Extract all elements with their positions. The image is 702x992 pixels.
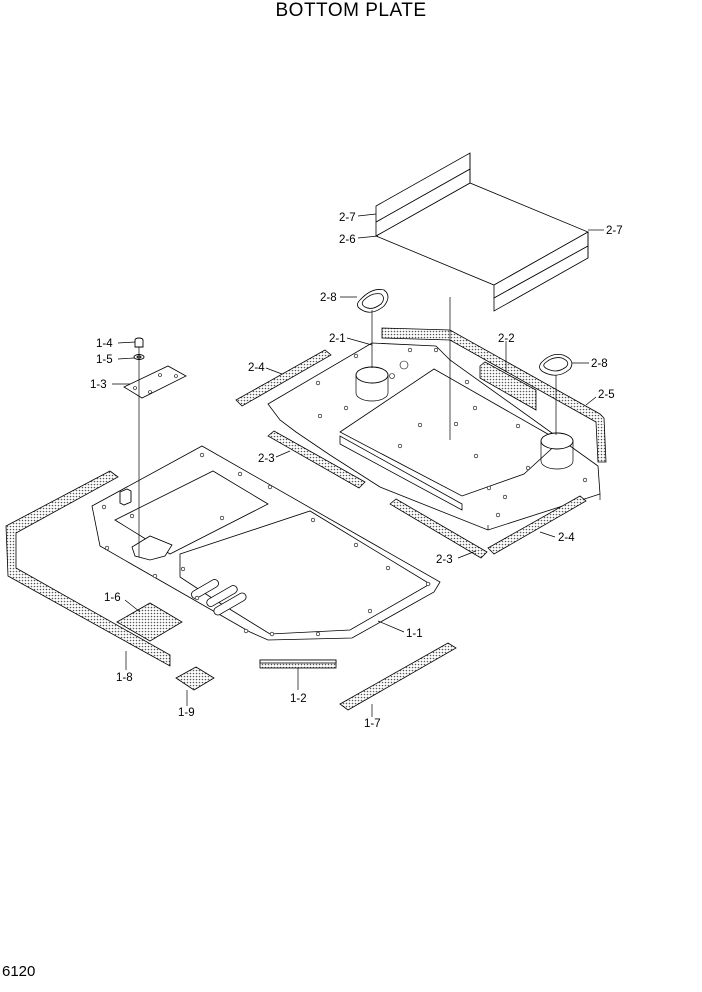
callout-2-7-right: 2-7 — [606, 225, 623, 237]
callout-2-5: 2-5 — [598, 389, 615, 401]
callout-2-8-left: 2-8 — [320, 292, 337, 304]
part-2-6-tray — [375, 152, 589, 312]
callout-1-4: 1-4 — [96, 338, 113, 350]
part-2-3-seal-lower — [389, 498, 488, 559]
callout-2-1: 2-1 — [329, 333, 346, 345]
part-2-2-seal — [479, 361, 537, 411]
callout-2-4-right: 2-4 — [558, 532, 575, 544]
callout-2-6: 2-6 — [339, 234, 356, 246]
part-2-8-gasket-left — [357, 289, 389, 313]
callout-2-4-left: 2-4 — [248, 362, 265, 374]
callout-1-8: 1-8 — [116, 672, 133, 684]
part-1-2-block — [259, 659, 337, 669]
page-title: BOTTOM PLATE — [275, 0, 427, 21]
part-1-6-pad — [116, 602, 183, 642]
callout-1-3: 1-3 — [90, 379, 107, 391]
callout-2-2: 2-2 — [498, 333, 515, 345]
callout-1-9: 1-9 — [178, 707, 195, 719]
part-2-8-gasket-right — [539, 353, 573, 376]
callout-2-8-right: 2-8 — [591, 358, 608, 370]
page-number: 6120 — [2, 963, 36, 980]
callout-2-3-upper: 2-3 — [258, 453, 275, 465]
part-1-8-strip — [5, 470, 171, 667]
callout-1-1: 1-1 — [406, 628, 423, 640]
part-2-3-seal-upper — [267, 430, 366, 489]
part-2-4-seal-right — [487, 495, 587, 555]
part-1-1-bottom-plate — [91, 445, 441, 641]
part-1-9-pad — [175, 666, 215, 691]
part-2-5-seal — [381, 327, 607, 463]
part-2-4-seal-left — [235, 349, 332, 407]
callout-1-2: 1-2 — [290, 693, 307, 705]
part-1-3-cover-plate — [123, 365, 187, 399]
callout-1-5: 1-5 — [96, 354, 113, 366]
callout-2-3-lower: 2-3 — [436, 554, 453, 566]
callout-2-7-left: 2-7 — [339, 212, 356, 224]
leader-lines — [112, 213, 604, 717]
callout-1-6: 1-6 — [104, 592, 121, 604]
part-1-4-bolt — [134, 337, 144, 348]
part-1-7-strip — [339, 642, 457, 711]
callout-1-7: 1-7 — [364, 718, 381, 730]
